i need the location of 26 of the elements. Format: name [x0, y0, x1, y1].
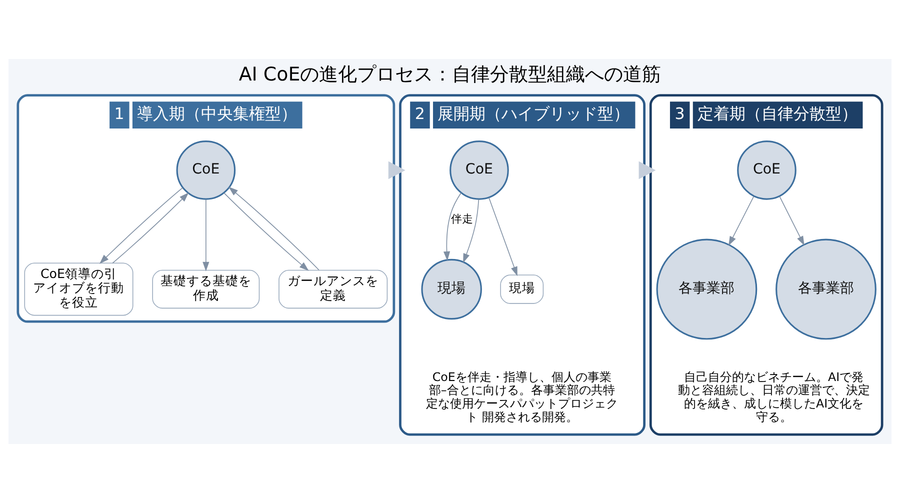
node-circle: CoE: [450, 140, 509, 200]
arrow: [228, 186, 320, 270]
arrow: [112, 192, 189, 263]
node-circle: 各事業部: [656, 238, 758, 340]
arrow: [224, 192, 309, 270]
node-circle: 現場: [421, 258, 482, 320]
label: 自己自分的なビネチーム。AIで発動と容組続し、日常の運営で、決定的を絨き、成しに模したAI文化を守る。: [678, 369, 870, 424]
node-box: ガールアンスを定義: [278, 269, 388, 308]
node-circle: CoE: [176, 140, 236, 200]
arrow: [779, 196, 804, 246]
node-box: 現場: [500, 274, 544, 304]
arrow: [443, 192, 462, 260]
arrow: [202, 198, 210, 271]
arrow: [728, 196, 754, 246]
arrow: [99, 186, 183, 264]
arrow: [388, 160, 406, 179]
label: CoEを伴走・指導し、個人の事業部–合とに向ける。各事業部の共特定な使用ケースパパットプロジェクト 開発される開発。: [426, 369, 618, 424]
arrow: [638, 160, 656, 179]
node-box: 基礎する基礎を作成: [152, 269, 260, 308]
node-circle: 各事業部: [776, 238, 876, 340]
node-circle: CoE: [737, 140, 796, 200]
arrow: [463, 198, 480, 263]
edge-label: 伴走: [451, 212, 474, 225]
node-box: CoE領導の引アイオブを行動を役立: [24, 262, 134, 316]
arrow: [488, 196, 518, 276]
diagram-title: AI CoEの進化プロセス：自律分散型組織への道筋: [238, 62, 662, 85]
